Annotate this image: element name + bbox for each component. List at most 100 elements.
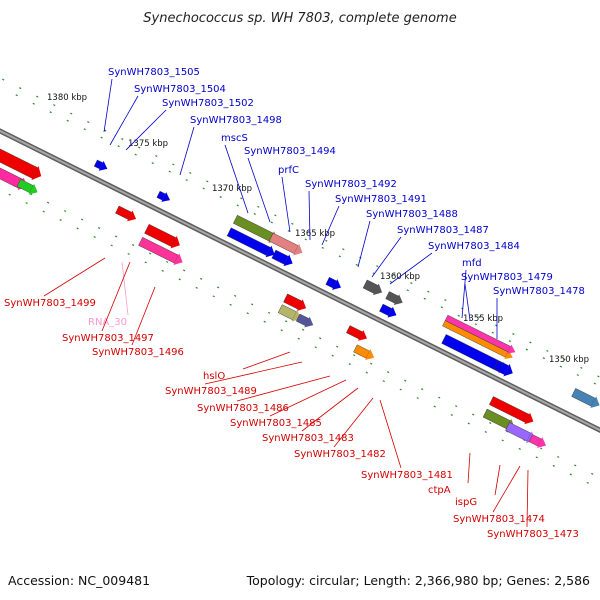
- ruler-tick: [552, 464, 555, 467]
- ruler-tick: [338, 255, 341, 258]
- bottom-label-leader: [236, 375, 331, 402]
- ruler-tick: [472, 413, 475, 416]
- ruler-tick: [32, 102, 35, 105]
- bottom-gene-label: SynWH7803_1496: [92, 347, 184, 358]
- top-label-leader: [464, 283, 471, 321]
- ruler-tick: [365, 371, 368, 374]
- ruler-tick: [372, 272, 375, 275]
- forward-gene-13-body: [571, 388, 596, 407]
- ruler-tick: [70, 112, 73, 115]
- reverse-gene-11: [353, 344, 375, 361]
- ruler-tick: [104, 129, 107, 132]
- forward-gene-9-head: [372, 283, 383, 296]
- ruler-tick: [389, 280, 392, 283]
- ruler-tick: [540, 447, 543, 450]
- reverse-gene-9: [296, 313, 314, 328]
- bottom-gene-label: SynWH7803_1499: [4, 298, 96, 309]
- bottom-label-leader: [526, 469, 529, 528]
- ruler-tick: [87, 121, 90, 124]
- top-gene-label: SynWH7803_1494: [244, 146, 336, 157]
- ruler-tick: [233, 294, 237, 297]
- bottom-label-leader: [121, 261, 129, 316]
- reverse-gene-7-body: [283, 293, 303, 310]
- bottom-label-leader: [204, 361, 303, 385]
- forward-gene-12: [385, 291, 403, 305]
- forward-gene-11: [444, 314, 516, 354]
- ruler-tick: [501, 439, 504, 442]
- reverse-gene-6-head: [127, 210, 137, 222]
- bottom-gene-label: hslO: [203, 371, 225, 382]
- forward-gene-5-head: [503, 363, 513, 377]
- reverse-gene-12: [489, 396, 534, 425]
- forward-gene-3-head: [332, 279, 341, 290]
- reverse-gene-3: [16, 179, 38, 195]
- ruler-tick: [495, 324, 498, 327]
- top-gene-label: mfd: [462, 258, 482, 269]
- reverse-gene-8-body: [277, 304, 297, 321]
- ruler-tick: [134, 153, 137, 156]
- bottom-gene-label: ctpA: [428, 485, 451, 496]
- ruler-tick: [525, 348, 528, 351]
- top-gene-label: prfC: [278, 165, 299, 176]
- bottom-label-leader: [379, 399, 402, 469]
- reverse-gene-5-head: [173, 253, 183, 265]
- ruler-tick: [489, 422, 492, 424]
- bottom-gene-label: SynWH7803_1482: [294, 449, 386, 460]
- ruler-tick: [250, 303, 254, 306]
- ruler-tick: [212, 295, 215, 298]
- ruler-label: 1355 kbp: [463, 314, 503, 324]
- accession-text: Accession: NC_009481: [8, 573, 150, 588]
- reverse-gene-7: [283, 293, 307, 311]
- top-gene-label: SynWH7803_1502: [162, 98, 254, 109]
- ruler-tick: [19, 87, 22, 90]
- reverse-gene-4: [144, 224, 180, 249]
- bottom-label-leader: [101, 261, 131, 332]
- ruler-tick: [240, 197, 243, 200]
- bottom-label-leader: [333, 397, 374, 448]
- reverse-gene-7-head: [296, 299, 307, 311]
- map-title: Synechococcus sp. WH 7803, complete geno…: [143, 11, 456, 26]
- reverse-gene-4-head: [170, 235, 180, 249]
- ruler-tick: [593, 382, 596, 385]
- ruler-tick: [66, 119, 69, 122]
- top-label-leader: [179, 126, 195, 176]
- ruler-tick: [53, 104, 56, 107]
- reverse-gene-9-body: [296, 313, 310, 326]
- ruler-tick: [8, 193, 11, 196]
- ruler-tick: [478, 316, 481, 319]
- top-gene-label: SynWH7803_1478: [493, 286, 585, 297]
- top-gene-label: SynWH7803_1498: [190, 115, 282, 126]
- topology-text: Topology: circular; Length: 2,366,980 bp…: [246, 573, 590, 588]
- ruler-tick: [457, 314, 460, 317]
- ruler-tick: [580, 366, 583, 369]
- ruler-tick: [370, 362, 373, 365]
- ruler-tick: [508, 340, 511, 343]
- ruler-tick: [165, 260, 169, 263]
- ruler-tick: [336, 345, 339, 348]
- ruler-tick: [121, 138, 124, 140]
- ruler-tick: [382, 380, 385, 383]
- ruler-tick: [387, 371, 390, 374]
- forward-gene-6: [493, 360, 508, 373]
- forward-gene-4-head: [387, 306, 397, 318]
- forward-gene-8: [268, 232, 303, 256]
- ruler-tick: [410, 282, 413, 285]
- bottom-gene-label: ispG: [455, 497, 477, 508]
- ruler-tick: [229, 303, 232, 306]
- ruler-tick: [59, 219, 62, 221]
- ruler-tick: [406, 289, 409, 292]
- top-gene-label: SynWH7803_1479: [461, 272, 553, 283]
- forward-gene-8-head: [293, 243, 303, 256]
- ruler-tick: [246, 312, 249, 315]
- ruler-tick: [42, 210, 45, 213]
- top-label-leader: [371, 236, 402, 278]
- bottom-label-leader: [242, 351, 291, 370]
- ruler-label: 1375 kbp: [128, 139, 168, 149]
- ruler-tick: [355, 263, 358, 266]
- bottom-label-leader: [467, 452, 471, 484]
- ruler-tick: [438, 396, 441, 399]
- ruler-tick: [319, 337, 322, 340]
- bottom-label-leader: [269, 379, 347, 417]
- bottom-gene-label: SynWH7803_1497: [62, 333, 154, 344]
